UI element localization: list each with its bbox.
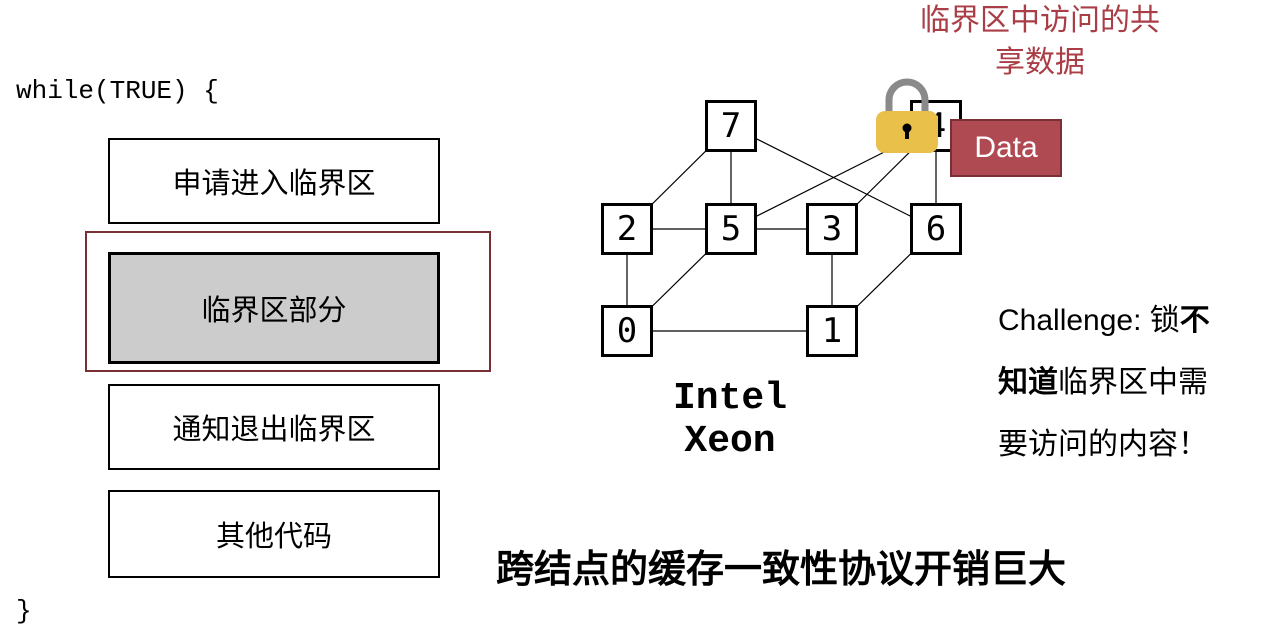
node-7: 7 bbox=[705, 100, 757, 152]
step-notify-exit: 通知退出临界区 bbox=[108, 384, 440, 470]
shared-data-label-line: 临界区中访问的共 bbox=[920, 3, 1160, 38]
bottom-title: 跨结点的缓存一致性协议开销巨大 bbox=[496, 547, 1067, 591]
challenge-bold-not: 不 bbox=[1179, 303, 1210, 338]
step-request-enter: 申请进入临界区 bbox=[108, 138, 440, 224]
challenge-line3: 要访问的内容！ bbox=[998, 427, 1208, 462]
code-while-open: while(TRUE) { bbox=[16, 76, 219, 106]
node-0: 0 bbox=[601, 305, 653, 357]
critical-section-highlight bbox=[85, 231, 491, 372]
step-critical-section: 临界区部分 bbox=[108, 252, 440, 364]
step-other-code: 其他代码 bbox=[108, 490, 440, 578]
step-label: 其他代码 bbox=[215, 519, 332, 553]
node-2: 2 bbox=[601, 203, 653, 255]
step-label: 临界区部分 bbox=[201, 293, 347, 327]
data-badge: Data bbox=[950, 119, 1062, 177]
step-label: 申请进入临界区 bbox=[172, 166, 376, 200]
code-close-brace: } bbox=[16, 596, 32, 626]
cpu-label-line1: Intel bbox=[672, 377, 788, 420]
padlock-icon bbox=[876, 78, 938, 153]
shared-data-label-line: 享数据 bbox=[995, 45, 1085, 80]
challenge-text: Challenge: 锁不 知道临界区中需 要访问的内容！ bbox=[998, 290, 1278, 476]
challenge-bold-know: 知道 bbox=[998, 365, 1058, 400]
shared-data-label: 临界区中访问的共 享数据 bbox=[880, 0, 1200, 84]
node-5: 5 bbox=[705, 203, 757, 255]
challenge-line2: 临界区中需 bbox=[1058, 365, 1208, 400]
node-1: 1 bbox=[806, 305, 858, 357]
cpu-label-line2: Xeon bbox=[684, 420, 776, 463]
node-3: 3 bbox=[806, 203, 858, 255]
node-6: 6 bbox=[910, 203, 962, 255]
challenge-prefix: Challenge: 锁 bbox=[998, 304, 1180, 337]
step-label: 通知退出临界区 bbox=[172, 412, 376, 446]
